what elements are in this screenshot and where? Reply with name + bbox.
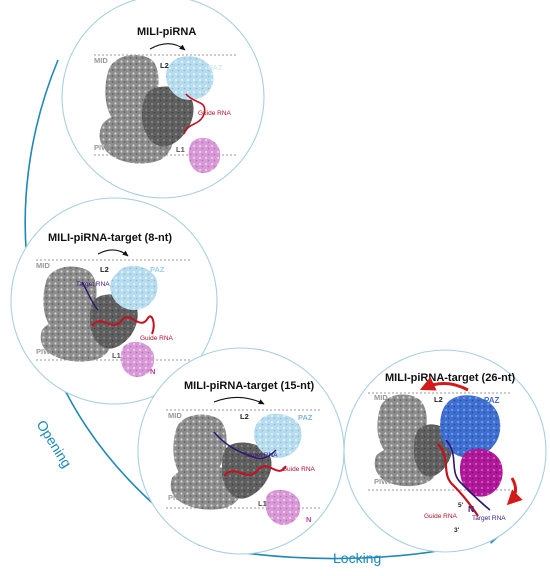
panel-4-mid-label: MID: [374, 393, 388, 402]
panel-3-paz-label: PAZ: [298, 413, 313, 422]
panel-3-motion-arrow: [213, 396, 265, 405]
panel-3-core-density: [222, 442, 272, 499]
panel-2-guide-label: Guide RNA: [140, 335, 174, 342]
panel-2-title: MILI-piRNA-target (8-nt): [48, 232, 172, 244]
panel-3-piwi-label: PIWI: [168, 493, 184, 502]
panel-4-target-rna: [445, 439, 491, 511]
panel-2-target-rna: [81, 281, 99, 311]
panel-3-paz-density: [254, 413, 302, 458]
panel-1-guide-label: Guide RNA: [198, 110, 232, 117]
panel-4-piwi-label: PIWI: [374, 477, 390, 486]
locking-label: Locking: [333, 550, 381, 566]
panel-2-paz-density: [110, 265, 158, 310]
panel-4-n-density: [460, 448, 503, 497]
panel-3-guide-rna: [223, 465, 287, 477]
panel-2-guide-rna: [91, 315, 155, 335]
panel-2-l2-label: L2: [100, 265, 109, 274]
panel-2-n-label: N: [150, 367, 155, 376]
panel-3-target-rna: [213, 431, 277, 460]
panel-4-locking-arrow-top: [419, 376, 469, 392]
panel-3-l1-label: L1: [258, 499, 267, 508]
panel-4-n-label: N: [468, 504, 474, 514]
panel-1-n-density: [188, 137, 221, 174]
panel-2-mid-label: MID: [36, 261, 50, 270]
panel-1-motion-arrow: [149, 43, 186, 51]
panel-4-paz-label: PAZ: [484, 396, 500, 405]
panel-1-guide-rna: [183, 93, 206, 135]
panel-3-guide-label: Guide RNA: [282, 466, 316, 473]
panel-4-title: MILI-piRNA-target (26-nt): [385, 372, 515, 384]
panel-2-l1-label: L1: [112, 351, 121, 360]
panel-3-mid-label: MID: [168, 411, 182, 420]
opening-label: Opening: [33, 417, 75, 470]
panel-mili-pirna: MILI-piRNA MID L2 PAZ PIWI L1 Guide RNA: [61, 0, 265, 199]
panel-2-paz-label: PAZ: [150, 265, 165, 274]
panel-1-piwi-label: PIWI: [94, 143, 110, 152]
panel-1-title: MILI-piRNA: [137, 26, 196, 38]
panel-4-target-label: Target RNA: [472, 515, 506, 522]
panel-1-mid-label: MID: [94, 56, 108, 65]
panel-1-paz-label: PAZ: [208, 63, 223, 72]
panel-1-l2-label: L2: [160, 61, 169, 70]
panel-4-three-prime: 3': [454, 527, 460, 534]
panel-3-title: MILI-piRNA-target (15-nt): [184, 380, 314, 392]
panel-2-n-density: [120, 341, 155, 378]
panel-4-l2-label: L2: [434, 395, 443, 404]
panel-mili-pirna-target-26nt: MILI-piRNA-target (26-nt) MID L2 PAZ PIW…: [343, 349, 547, 553]
panel-2-target-label: Target RNA: [76, 281, 110, 288]
panel-4-paz-density: [440, 395, 501, 458]
panel-2-motion-arrow: [97, 249, 129, 257]
panel-4-five-prime: 5': [458, 502, 464, 509]
panel-4-guide-rna: [437, 443, 479, 517]
panel-2-piwi-label: PIWI: [36, 347, 52, 356]
panel-4-locking-arrow-right: [506, 477, 523, 506]
panel-mili-pirna-target-15nt: MILI-piRNA-target (15-nt) MID L2 PAZ Tar…: [137, 347, 345, 555]
panel-3-target-label: Target RNA: [244, 452, 278, 459]
panel-4-guide-label: Guide RNA: [424, 513, 458, 520]
panel-1-core-density: [142, 86, 194, 147]
panel-3-l2-label: L2: [240, 412, 249, 421]
panel-mili-pirna-target-8nt: MILI-piRNA-target (8-nt) MID L2 PAZ Targ…: [10, 197, 218, 405]
panel-3-mid-density: [173, 414, 227, 482]
panel-3-n-density: [265, 489, 301, 526]
panel-1-paz-density: [166, 56, 214, 100]
panel-3-n-label: N: [306, 515, 311, 524]
panel-1-l1-label: L1: [176, 145, 185, 154]
